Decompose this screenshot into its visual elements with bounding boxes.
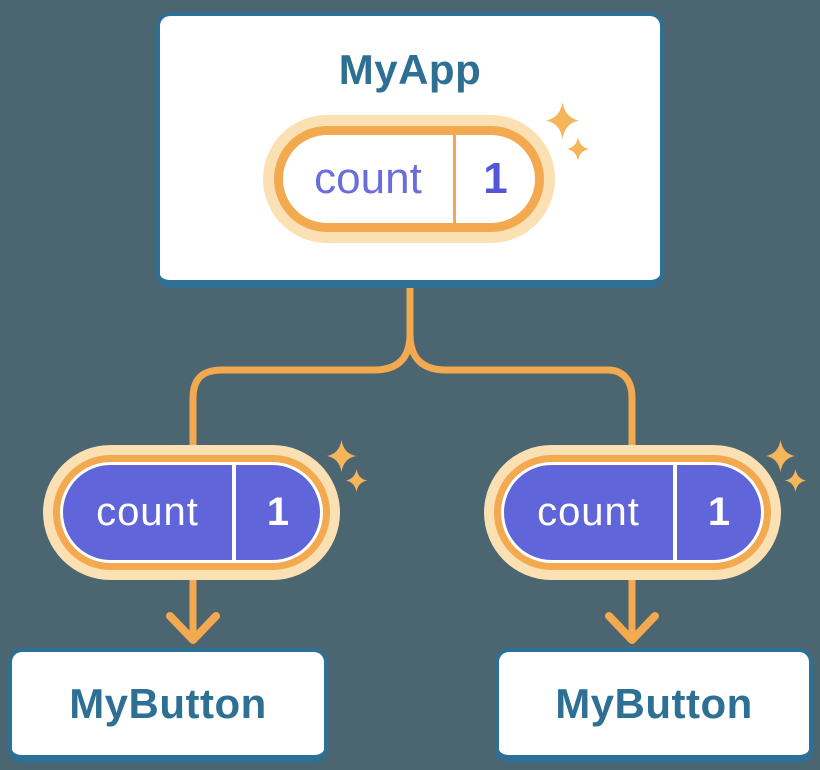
connector-left-branch [189,278,414,638]
sparkle-icon [546,102,579,139]
root-component-title: MyApp [338,46,482,93]
child-component-card: MyButton [495,648,813,763]
sparkle-icon [327,440,356,472]
child-component-title: MyButton [69,679,267,727]
arrow-down-icon [166,612,220,644]
state-name-label: count [96,490,199,534]
state-value-label: 1 [453,135,535,223]
arrow-down-icon [605,612,659,644]
sparkle-icon [567,137,589,161]
state-value-label: 1 [232,465,320,560]
child-state-pill: count 1 [504,465,761,560]
child-state-pill: count 1 [63,465,320,560]
child-component-title: MyButton [555,679,753,727]
child-component-card: MyButton [8,648,328,763]
connector-right-branch [406,278,636,638]
state-value-label: 1 [673,465,761,560]
sparkle-icon [785,469,806,492]
sparkle-icon [346,469,367,492]
root-state-pill: count 1 [283,135,535,223]
sparkle-icon [766,440,795,472]
state-name-label: count [537,490,640,534]
state-name-label: count [314,154,422,203]
